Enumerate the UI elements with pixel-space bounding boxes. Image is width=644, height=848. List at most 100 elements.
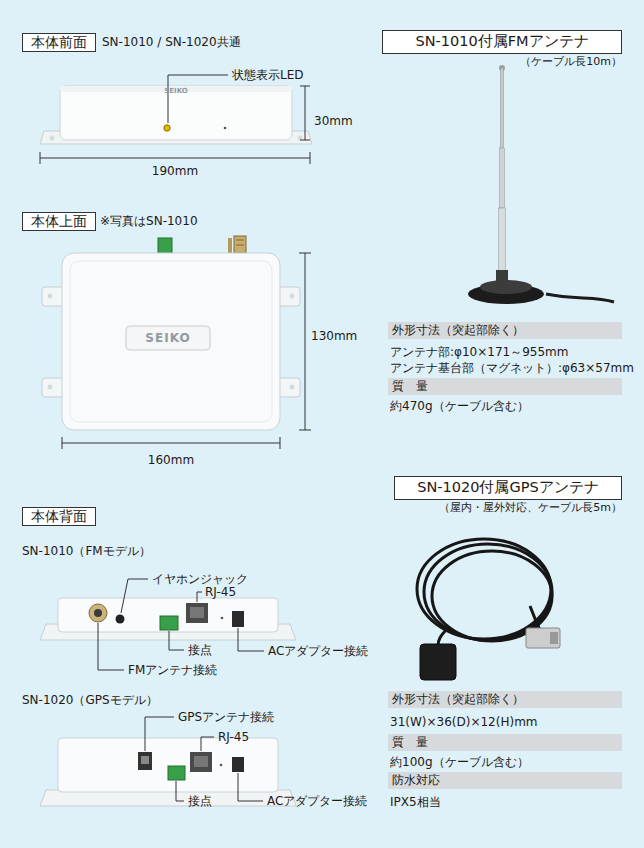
gps-antenna: [417, 539, 551, 639]
leader-line: [98, 75, 264, 801]
node-text: 本体前面: [31, 34, 87, 50]
leader-line: [145, 717, 174, 751]
fm-back-device: [160, 616, 178, 630]
fm-back-device: [221, 617, 224, 620]
spec-value: 31(W)×36(D)×12(H)mm: [390, 715, 538, 729]
dimension-line: [40, 86, 311, 449]
dimension-line: [280, 437, 281, 449]
gps-antenna: [530, 606, 540, 630]
fm-antenna: [546, 294, 614, 302]
node-text: 質 量: [392, 379, 428, 393]
fm-antenna: [500, 148, 505, 208]
gps-back-device: [58, 738, 278, 792]
part-label: ACアダプター接続: [268, 644, 368, 658]
spec-heading: 外形寸法（突起部除く）: [388, 691, 622, 708]
spec-value: アンテナ部:φ10×171～955mm: [390, 345, 568, 359]
top-view-device: [62, 253, 280, 430]
top-view-device: [228, 238, 232, 253]
gps-antenna: [424, 544, 552, 640]
top-view-device: [158, 238, 172, 254]
dimension-line: [305, 86, 306, 140]
top-view-device: [236, 240, 244, 241]
model-label: SN-1020（GPSモデル）: [22, 693, 158, 707]
node-text: SN-1020付属GPSアンテナ: [417, 479, 598, 495]
node-text: 外形寸法（突起部除く）: [392, 692, 524, 706]
model-label: SN-1010（FMモデル）: [22, 544, 151, 558]
part-label: 状態表示LED: [232, 68, 304, 82]
dimension-label: 130mm: [311, 329, 357, 343]
dimension-line: [299, 253, 311, 254]
dimension-line: [300, 140, 310, 141]
spec-value: アンテナ基台部（マグネット）:φ63×57mm: [390, 361, 634, 375]
fm-antenna: [480, 280, 532, 294]
logo-text: SEIKO: [164, 87, 188, 95]
spec-heading: 質 量: [388, 378, 622, 395]
part-label: GPSアンテナ接続: [178, 710, 274, 724]
spec-heading: 質 量: [388, 734, 622, 751]
leader-line: [169, 631, 184, 650]
leader-line: [176, 781, 184, 801]
part-label: RJ-45: [218, 730, 249, 744]
section-tab: 本体上面: [22, 212, 96, 231]
part-label: 接点: [188, 794, 212, 808]
top-view-device: [290, 385, 295, 390]
gps-back-device: [232, 757, 244, 772]
part-label: RJ-45: [205, 585, 236, 599]
spec-heading: 外形寸法（突起部除く）: [388, 322, 622, 339]
fm-back-device: [40, 598, 296, 640]
fm-antenna: [499, 208, 506, 272]
leader-line: [201, 737, 214, 751]
accessory-title: SN-1020付属GPSアンテナ: [394, 476, 622, 500]
gps-back-device: [168, 766, 185, 780]
dimension-line: [62, 437, 63, 449]
leader-line: [121, 579, 148, 613]
part-label: イヤホンジャック: [152, 572, 248, 586]
gps-back-device: [138, 752, 152, 770]
dimension-line: [300, 86, 310, 87]
dimension-line: [310, 152, 311, 164]
model-note: ※写真はSN-1010: [100, 214, 198, 228]
leader-line: [238, 628, 264, 651]
part-label: FMアンテナ接続: [128, 663, 217, 677]
dimension-line: [299, 430, 311, 431]
node-text: 防水対応: [392, 773, 440, 787]
accessory-note: （ケーブル長10m）: [520, 55, 622, 69]
fm-back-device: [94, 609, 102, 617]
dimension-line: [40, 152, 41, 164]
gps-antenna: [526, 628, 560, 648]
fm-antenna: [501, 68, 504, 148]
leader-line: [238, 773, 263, 801]
gps-antenna: [438, 628, 448, 646]
dimension-label: 160mm: [148, 453, 194, 467]
front-view-device: [224, 127, 227, 130]
accessory-note: （屋内・屋外対応、ケーブル長5m）: [439, 501, 622, 515]
spec-value: 約470g（ケーブル含む）: [390, 399, 529, 413]
dimension-label: 30mm: [314, 114, 353, 128]
front-view-device: [60, 86, 292, 140]
gps-back-device: [194, 756, 208, 767]
gps-antenna: [550, 632, 558, 644]
top-view-device: [48, 294, 53, 299]
section-tab: 本体前面: [22, 33, 96, 52]
spec-value: IPX5相当: [390, 795, 441, 809]
gps-back-device: [190, 752, 212, 772]
top-view-device: [48, 385, 53, 390]
node-text: 本体上面: [31, 213, 87, 229]
node-text: 質 量: [392, 735, 428, 749]
logo-text: SEIKO: [145, 331, 190, 345]
section-tab: 本体背面: [22, 507, 96, 526]
fm-back-device: [116, 615, 125, 624]
front-view-device: [50, 136, 55, 141]
leader-line: [168, 75, 228, 123]
fm-back-device: [190, 607, 204, 618]
leader-line: [197, 592, 202, 602]
spec-heading: 防水対応: [388, 772, 622, 789]
top-view-device: [290, 294, 295, 299]
gps-back-device: [220, 764, 223, 767]
top-view-device: [70, 261, 272, 422]
gps-back-device: [141, 756, 149, 764]
top-view-device: [42, 236, 300, 430]
top-view-device: [236, 245, 244, 246]
spec-value: 約100g（ケーブル含む）: [390, 755, 529, 769]
